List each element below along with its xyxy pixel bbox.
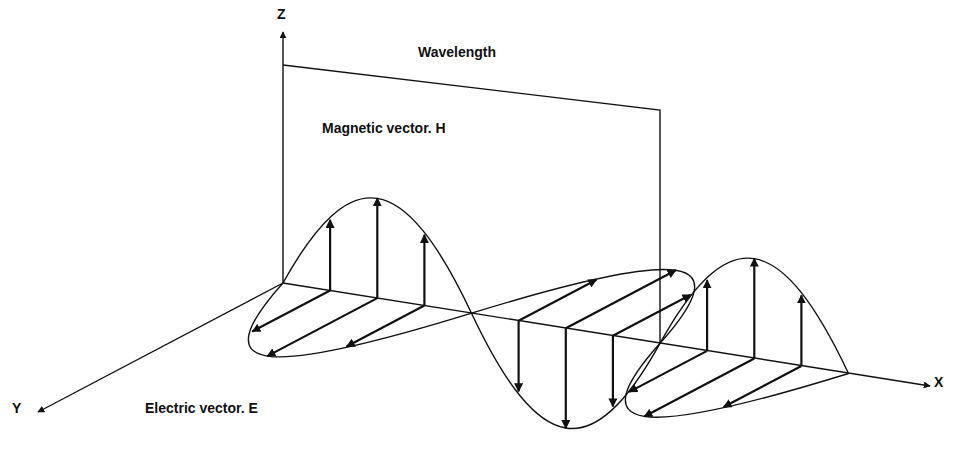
y-axis: [38, 283, 283, 412]
field-label: Electric vector. E: [145, 400, 258, 417]
field-vectors: [252, 198, 801, 428]
field-label: Magnetic vector. H: [322, 120, 446, 137]
wavelength-bracket: [283, 65, 660, 343]
electric-wave: [248, 269, 848, 417]
axis-label: Y: [12, 400, 21, 417]
wavelength-label: Wavelength: [418, 44, 496, 61]
z-axis: [282, 32, 283, 283]
x-axis: [283, 283, 930, 386]
axis-label: X: [934, 374, 943, 391]
magnetic-wave: [283, 198, 849, 429]
axis-label: Z: [277, 6, 286, 23]
